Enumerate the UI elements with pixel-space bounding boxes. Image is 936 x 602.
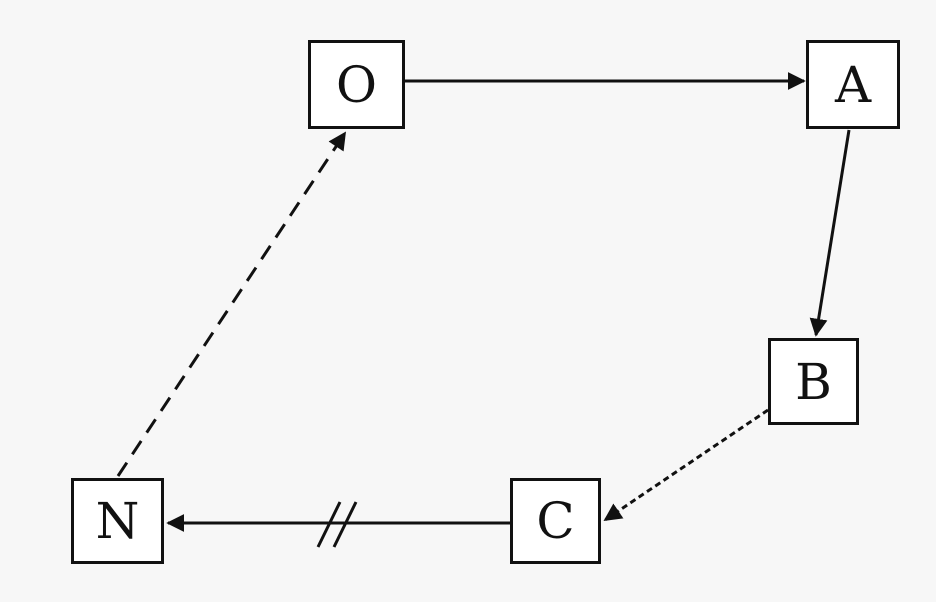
edge-a-to-b [809, 129, 851, 337]
node-n: N [71, 478, 164, 564]
edge-b-to-c [603, 408, 769, 522]
node-b: B [768, 338, 859, 425]
node-a: A [806, 40, 900, 129]
node-o-label: O [336, 55, 377, 114]
node-b-label: B [795, 352, 832, 411]
node-c-label: C [536, 492, 575, 550]
node-a-label: A [834, 55, 872, 114]
node-o: O [308, 40, 405, 129]
edge-n-to-o [116, 131, 347, 477]
break-mark [316, 501, 358, 548]
node-n-label: N [95, 492, 140, 550]
node-c: C [510, 478, 601, 564]
